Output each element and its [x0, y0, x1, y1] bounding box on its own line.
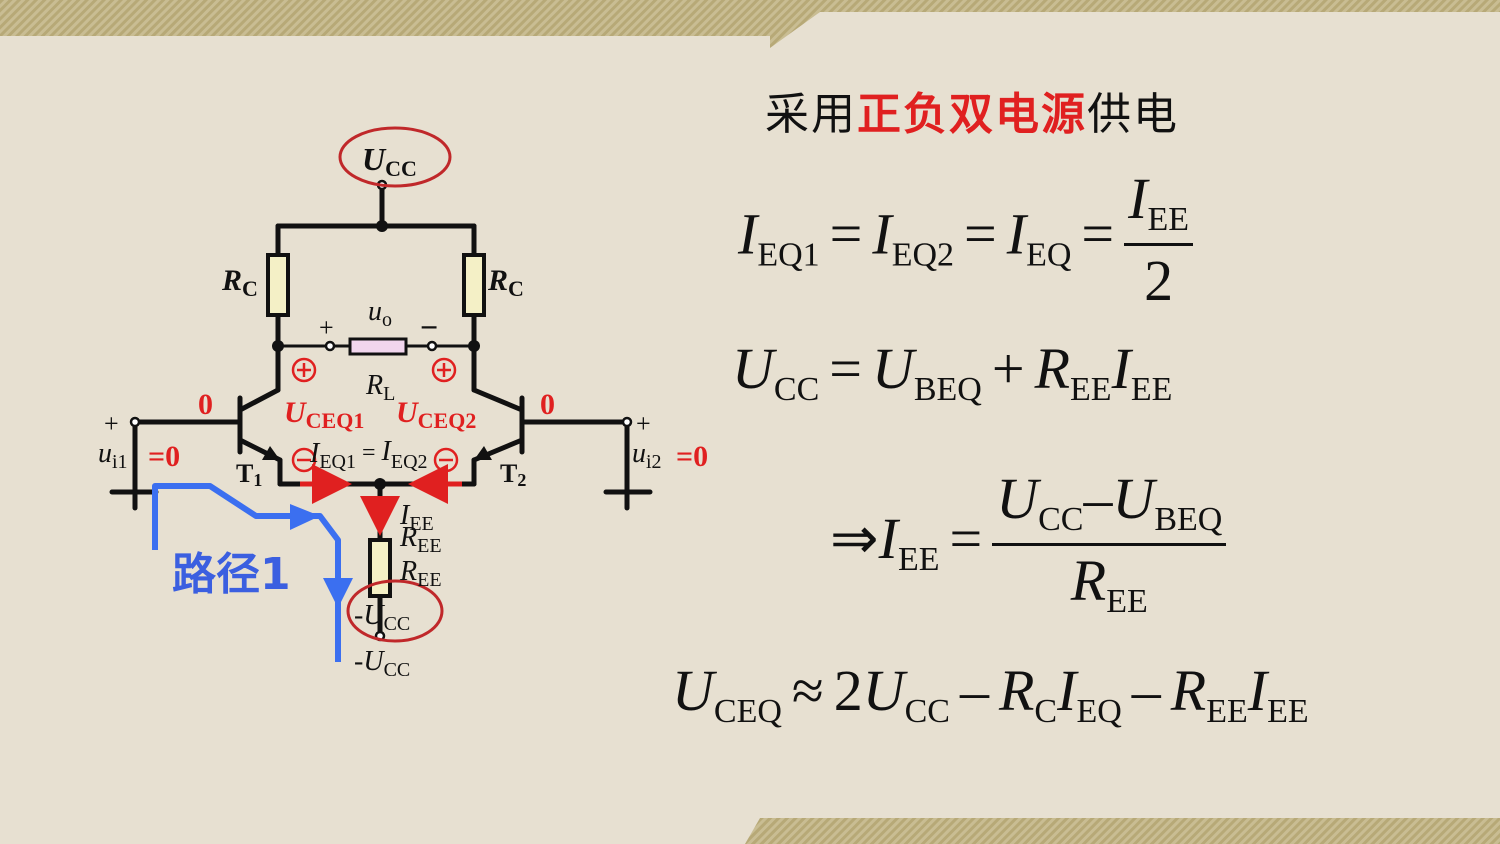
ree-resistor — [368, 538, 392, 598]
ui2-value: =0 — [676, 440, 708, 473]
ucc-bottom-label: -UCC — [354, 600, 410, 635]
title-highlight: 正负双电源 — [857, 89, 1087, 140]
differential-amplifier-circuit: UCC RC RC uo + − RL T1 T2 + + ui1 ui2 IE… — [98, 126, 708, 681]
rl-resistor — [348, 337, 408, 356]
path-1-trace — [152, 483, 341, 662]
slide-title: 采用正负双电源供电 — [765, 89, 1179, 140]
ree-label-lower: REE — [399, 556, 442, 591]
ucc-bottom-highlight — [346, 579, 444, 643]
uo-minus: − — [420, 309, 438, 345]
formula-uceq: UCEQ≈2UCC–RCIEQ–REEIEE — [672, 658, 1309, 730]
uceq2-label: UCEQ2 — [396, 396, 476, 433]
rc-left-label: RC — [221, 264, 258, 301]
rl-label: RL — [365, 370, 395, 405]
iee-label: IEE — [399, 500, 434, 535]
ui1-label: ui1 — [98, 438, 128, 473]
ui2-label: ui2 — [632, 438, 662, 473]
ui1-value: =0 — [148, 440, 180, 473]
formula-ucc: UCC=UBEQ+REEIEE — [732, 336, 1173, 408]
uo-label: uo — [368, 296, 392, 331]
ui1-plus: + — [104, 409, 119, 438]
ucc-top-highlight — [338, 126, 452, 188]
t2-label: T2 — [500, 459, 526, 490]
bottom-decorative-band — [745, 818, 1500, 844]
rc-left-resistor — [266, 253, 290, 317]
t1-label: T1 — [236, 459, 262, 490]
left-zero-label: 0 — [198, 388, 213, 421]
path-1-label: 路径1 — [172, 549, 291, 600]
rc-right-label: RC — [487, 264, 524, 301]
right-zero-label: 0 — [540, 388, 555, 421]
ucc-top-label: UCC — [362, 141, 417, 181]
rc-right-resistor — [462, 253, 486, 317]
ui2-plus: + — [636, 409, 651, 438]
uo-plus: + — [319, 313, 334, 342]
ieq-equality-label: IEQ1=IEQ2 — [309, 436, 428, 473]
top-decorative-band — [0, 0, 1500, 48]
ree-label-upper: REE — [399, 522, 442, 557]
ucc-bottom-label-2: -UCC — [354, 646, 410, 681]
uceq1-label: UCEQ1 — [284, 396, 364, 433]
